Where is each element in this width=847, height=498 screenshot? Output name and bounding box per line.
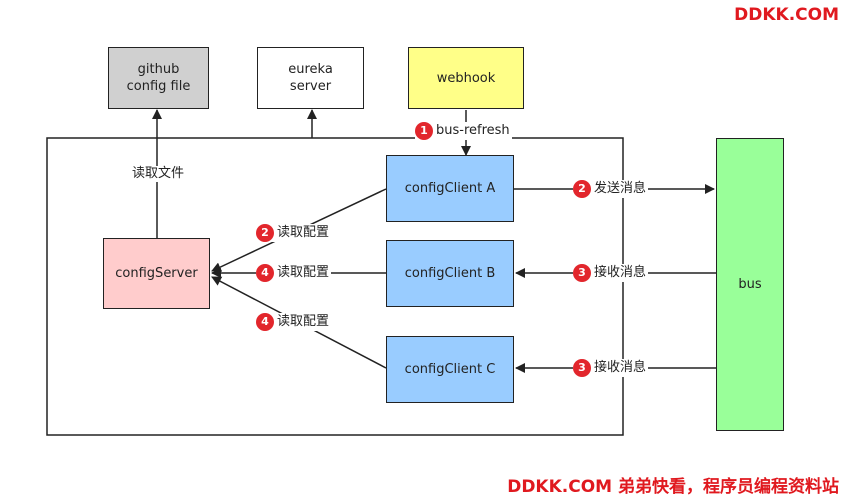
read-cfg-c-text: 读取配置 [277,314,330,329]
watermark-top: DDKK.COM [734,5,839,25]
eureka-server-node: eureka server [257,47,364,109]
send-msg-label: 2 发送消息 [573,180,649,198]
step-badge: 2 [573,180,591,198]
webhook-node: webhook [408,47,524,109]
config-client-b-node: configClient B [386,240,514,307]
recv-msg-b-label: 3 接收消息 [573,264,649,282]
step-badge: 3 [573,359,591,377]
step-badge: 4 [256,264,274,282]
read-cfg-a-text: 读取配置 [277,225,330,240]
github-config-node: github config file [108,47,209,109]
recv-msg-c-text: 接收消息 [594,360,647,375]
config-server-node: configServer [103,238,210,309]
step-badge: 3 [573,264,591,282]
send-msg-text: 发送消息 [594,181,647,196]
recv-msg-c-label: 3 接收消息 [573,359,649,377]
step-badge: 1 [415,122,433,140]
config-client-a-node: configClient A [386,155,514,222]
read-file-label: 读取文件 [130,166,187,182]
step-badge: 2 [256,224,274,242]
read-cfg-c-label: 4 读取配置 [256,313,332,331]
bus-refresh-text: bus-refresh [436,123,510,138]
watermark-bottom: DDKK.COM 弟弟快看，程序员编程资料站 [507,477,839,497]
bus-node: bus [716,138,784,431]
recv-msg-b-text: 接收消息 [594,265,647,280]
read-cfg-b-text: 读取配置 [277,265,330,280]
service-container [46,137,624,436]
config-client-c-node: configClient C [386,336,514,403]
read-cfg-a-label: 2 读取配置 [256,224,332,242]
read-cfg-b-label: 4 读取配置 [256,264,332,282]
step-badge: 4 [256,313,274,331]
bus-refresh-label: 1 bus-refresh [415,122,512,140]
